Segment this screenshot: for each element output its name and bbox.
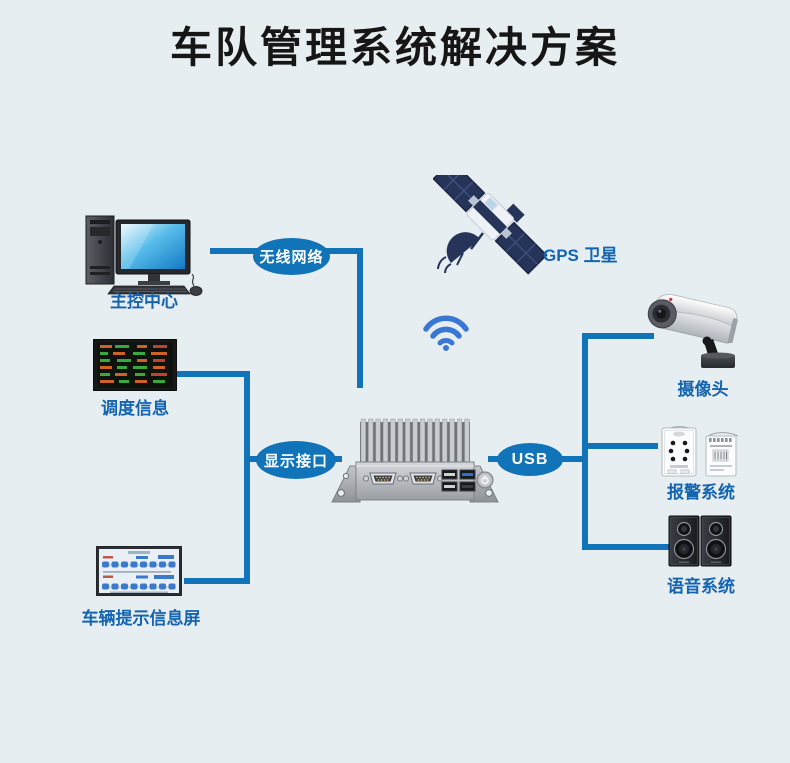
wireless-network-label: 无线网络: [259, 249, 324, 266]
connector-line-vehicle-screen: [184, 578, 250, 584]
connector-line-camera: [582, 333, 654, 339]
industrial-pc-icon: [330, 414, 500, 506]
page-title: 车队管理系统解决方案: [169, 24, 620, 71]
dispatch-info-label: 调度信息: [101, 399, 169, 418]
connector-line-left-trunk: [244, 371, 250, 584]
usb-bubble: USB: [497, 443, 563, 476]
desktop-computer-icon: [84, 214, 204, 298]
speakers-icon: [667, 511, 735, 569]
display-interface-bubble: 显示接口: [256, 441, 336, 479]
display-interface-label: 显示接口: [263, 452, 328, 470]
wireless-network-bubble: 无线网络: [253, 238, 330, 275]
led-display-icon: [92, 338, 178, 392]
alarm-system-label: 报警系统: [667, 483, 735, 502]
wifi-icon: [421, 304, 471, 352]
voice-system-label: 语音系统: [667, 577, 735, 596]
connector-line-dispatch: [176, 371, 250, 377]
cctv-camera-icon: [643, 288, 748, 373]
control-center-label: 主控中心: [110, 292, 178, 311]
alarm-panel-icon: [656, 424, 746, 480]
camera-label: 摄像头: [677, 380, 729, 399]
connector-line-wireless-v: [357, 248, 363, 388]
connector-line-speakers: [582, 544, 670, 550]
connector-line-alarm: [582, 443, 658, 449]
connector-line-right-trunk: [582, 333, 588, 550]
satellite-icon: [432, 159, 548, 283]
usb-label: USB: [511, 450, 549, 468]
info-screen-icon: [95, 545, 183, 597]
vehicle-screen-label: 车辆提示信息屏: [81, 609, 201, 628]
gps-satellite-label: GPS 卫星: [543, 246, 618, 265]
